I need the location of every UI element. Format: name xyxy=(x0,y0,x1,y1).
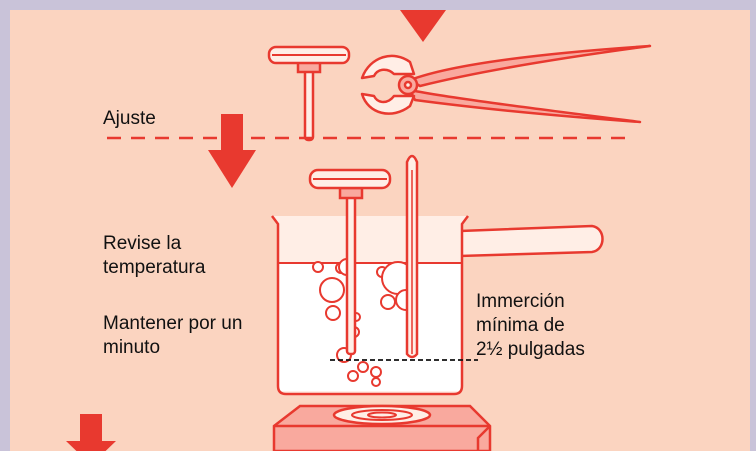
down-arrow-icon xyxy=(66,414,116,451)
diagram-panel: Ajuste Revise la temperatura Mantener po… xyxy=(10,10,750,451)
thermometer-dial-icon xyxy=(308,168,392,356)
diagram-illustration xyxy=(66,10,652,451)
down-arrow-icon xyxy=(208,114,256,188)
hold-label: Mantener por un minuto xyxy=(103,313,243,358)
check-temperature-label: Revise la temperatura xyxy=(103,233,206,278)
immersion-label: Immerción mínima de 2½ pulgadas xyxy=(476,291,585,360)
thermometer-dial-icon xyxy=(267,45,351,142)
beaker-icon xyxy=(271,215,478,396)
glass-thermometer-icon xyxy=(405,154,419,359)
adjust-label: Ajuste xyxy=(103,108,156,129)
pot-handle xyxy=(458,224,604,258)
hot-plate-icon xyxy=(272,404,492,451)
pliers-icon xyxy=(360,44,652,124)
down-arrow-icon xyxy=(400,10,446,42)
